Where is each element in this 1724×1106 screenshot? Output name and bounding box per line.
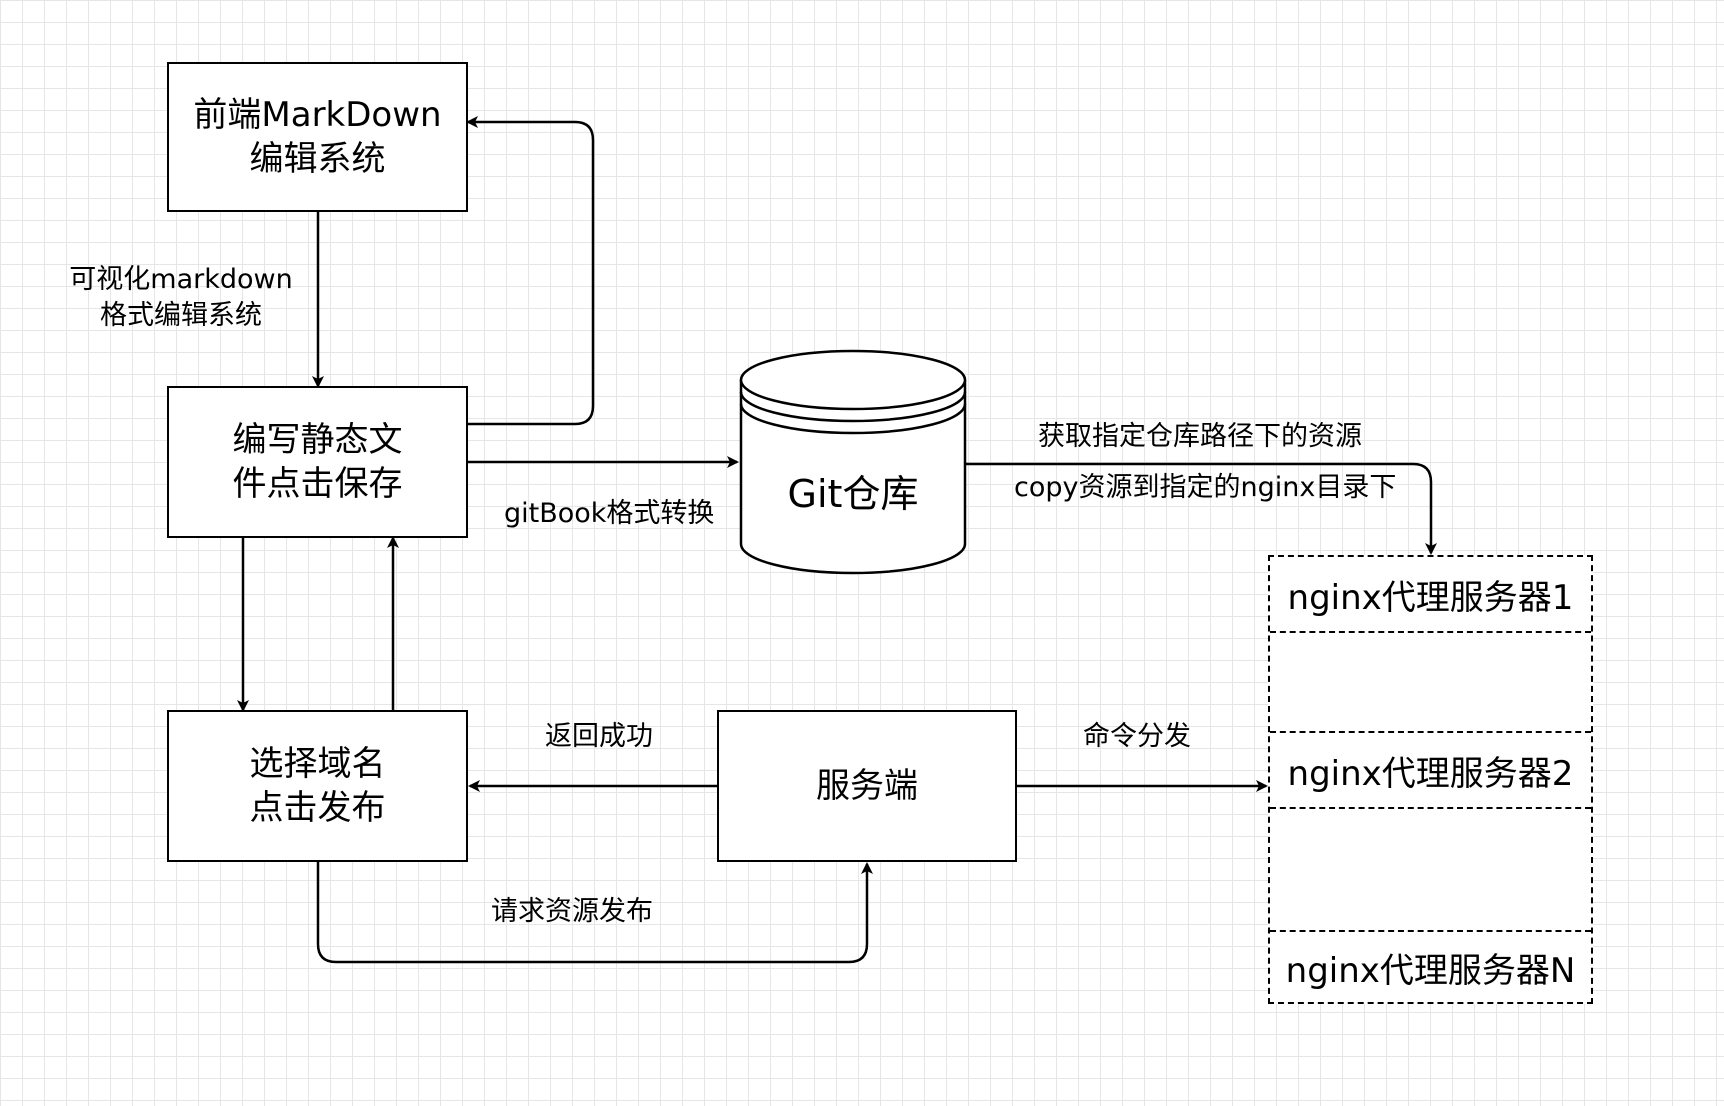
frontend-editor-label-1: 前端MarkDown	[193, 95, 442, 135]
nginx-spacer-2	[1270, 807, 1591, 930]
edge-git-nginx	[955, 458, 1437, 555]
write-save-node: 编写静态文 件点击保存	[167, 386, 468, 538]
git-repo-cylinder	[739, 349, 967, 575]
gitbook-convert-caption: gitBook格式转换	[504, 498, 715, 529]
copy-resources-caption: copy资源到指定的nginx目录下	[1014, 472, 1397, 503]
nginx-server-1: nginx代理服务器1	[1287, 577, 1574, 618]
frontend-editor-node: 前端MarkDown 编辑系统	[167, 62, 468, 212]
return-success-caption: 返回成功	[545, 721, 653, 752]
select-publish-node: 选择域名 点击发布	[167, 710, 468, 862]
frontend-editor-label-2: 编辑系统	[249, 139, 386, 179]
git-repo-label: Git仓库	[787, 472, 919, 516]
nginx-stack: nginx代理服务器1 nginx代理服务器2 nginx代理服务器N	[1268, 555, 1593, 1004]
edge-write-to-editor	[466, 116, 595, 426]
write-save-label-2: 件点击保存	[232, 464, 403, 504]
server-label: 服务端	[816, 766, 918, 806]
select-publish-label-2: 点击发布	[249, 788, 386, 828]
visual-editor-caption-line-2: 格式编辑系统	[100, 300, 262, 331]
request-publish-caption: 请求资源发布	[491, 896, 653, 927]
edge-select-to-server	[316, 862, 873, 964]
fetch-resources-caption: 获取指定仓库路径下的资源	[1038, 421, 1362, 452]
write-save-label-1: 编写静态文	[232, 420, 403, 460]
command-dispatch-caption: 命令分发	[1083, 721, 1191, 752]
server-node: 服务端	[717, 710, 1017, 862]
nginx-spacer-1	[1270, 631, 1591, 731]
select-publish-label-1: 选择域名	[249, 744, 386, 784]
nginx-server-2: nginx代理服务器2	[1270, 731, 1591, 807]
visual-editor-caption: 可视化markdown 格式编辑系统	[58, 262, 304, 334]
nginx-server-n: nginx代理服务器N	[1270, 930, 1591, 1002]
visual-editor-caption-line-1: 可视化markdown	[69, 264, 293, 295]
